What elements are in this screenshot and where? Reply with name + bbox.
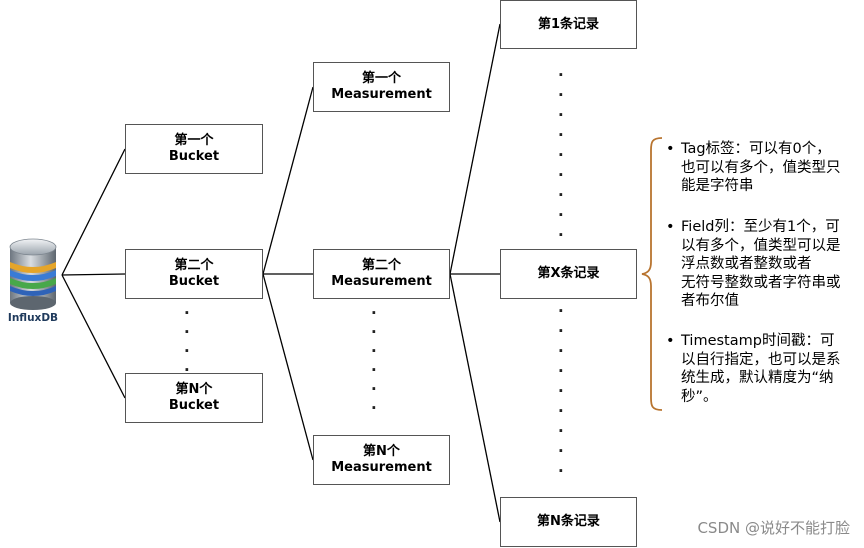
curly-brace bbox=[641, 137, 663, 411]
note-tag-line-3: 能是字符串 bbox=[681, 178, 754, 194]
ellipsis-dot: · bbox=[558, 362, 564, 380]
note-timestamp-line-4: 秒”。 bbox=[681, 388, 718, 405]
note-field: • Field列：至少有1个，可 以有多个，值类型可以是 浮点数或者整数或者 无… bbox=[666, 218, 862, 311]
note-tag-line-1: Tag标签：可以有0个， bbox=[681, 141, 831, 157]
ellipsis-dot: · bbox=[558, 226, 564, 244]
ellipsis-dot: · bbox=[558, 462, 564, 480]
note-field-line-5: 者布尔值 bbox=[681, 293, 739, 309]
bucket-1-line2: Bucket bbox=[168, 149, 220, 164]
record-node-x: 第X条记录 bbox=[500, 249, 637, 299]
ellipsis-dot: · bbox=[558, 126, 564, 144]
note-timestamp-line-2: 以自行指定，也可以是系 bbox=[681, 351, 841, 368]
note-field-line-4: 无符号整数或者字符串或 bbox=[681, 274, 841, 291]
note-timestamp-line-3: 统生成，默认精度为“纳 bbox=[681, 370, 834, 386]
connector-lines bbox=[61, 23, 501, 523]
measurement-1-line1: 第一个 bbox=[361, 71, 401, 86]
ellipsis-dot: · bbox=[558, 382, 564, 400]
ellipsis-dot: · bbox=[558, 322, 564, 340]
measurement-node-1: 第一个 Measurement bbox=[313, 62, 450, 112]
bucket-1-line1: 第一个 bbox=[174, 133, 214, 148]
record-n-label: 第N条记录 bbox=[537, 514, 600, 529]
measurement-n-line1: 第N个 bbox=[363, 444, 400, 459]
note-tag-line-2: 也可以有多个，值类型只 bbox=[681, 159, 841, 176]
note-field-line-3: 浮点数或者整数或者 bbox=[681, 256, 812, 272]
ellipsis-dot: · bbox=[558, 166, 564, 184]
database-label: InfluxDB bbox=[7, 312, 59, 324]
ellipsis-dot: · bbox=[558, 342, 564, 360]
ellipsis-dot: · bbox=[184, 361, 190, 379]
ellipsis-dot: · bbox=[558, 302, 564, 320]
ellipsis-dot: · bbox=[371, 304, 377, 322]
connector-measurement-record-1 bbox=[449, 23, 501, 275]
record-node-1: 第1条记录 bbox=[500, 0, 637, 49]
measurement-node-n: 第N个 Measurement bbox=[313, 435, 450, 485]
bucket-2-line2: Bucket bbox=[168, 274, 220, 289]
note-timestamp-line-1: Timestamp时间戳：可 bbox=[681, 333, 835, 349]
ellipsis-dot: · bbox=[184, 304, 190, 322]
connector-bucket-measurement-1 bbox=[262, 86, 314, 275]
connector-db-bucket-n bbox=[61, 274, 126, 399]
ellipsis-dot: · bbox=[184, 323, 190, 341]
connector-bucket-measurement-n bbox=[262, 273, 314, 461]
connector-db-bucket-2 bbox=[61, 273, 126, 276]
ellipsis-dot: · bbox=[371, 323, 377, 341]
watermark: CSDN @说好不能打脸 bbox=[697, 519, 850, 537]
measurement-2-line2: Measurement bbox=[331, 274, 432, 289]
note-field-line-1: Field列：至少有1个，可 bbox=[681, 219, 840, 235]
note-timestamp: • Timestamp时间戳：可 以自行指定，也可以是系 统生成，默认精度为“纳… bbox=[666, 332, 862, 406]
note-bullet: • bbox=[666, 333, 675, 349]
record-x-label: 第X条记录 bbox=[537, 266, 600, 281]
ellipsis-dot: · bbox=[558, 206, 564, 224]
ellipsis-dot: · bbox=[558, 422, 564, 440]
ellipsis-dot: · bbox=[371, 380, 377, 398]
ellipsis-dot: · bbox=[558, 106, 564, 124]
bucket-node-2: 第二个 Bucket bbox=[125, 249, 263, 299]
ellipsis-dot: · bbox=[371, 399, 377, 417]
bucket-node-1: 第一个 Bucket bbox=[125, 124, 263, 174]
note-bullet: • bbox=[666, 219, 675, 235]
ellipsis-dot: · bbox=[558, 402, 564, 420]
measurement-2-line1: 第二个 bbox=[361, 258, 401, 273]
database-icon bbox=[9, 238, 57, 310]
bucket-n-line1: 第N个 bbox=[175, 382, 213, 397]
measurement-node-2: 第二个 Measurement bbox=[313, 249, 450, 299]
note-field-line-2: 以有多个，值类型可以是 bbox=[681, 237, 841, 254]
connector-db-bucket-1 bbox=[61, 148, 126, 276]
ellipsis-dot: · bbox=[558, 66, 564, 84]
record-node-n: 第N条记录 bbox=[500, 497, 637, 547]
ellipsis-dot: · bbox=[558, 146, 564, 164]
ellipsis-dot: · bbox=[184, 342, 190, 360]
bucket-2-line1: 第二个 bbox=[174, 258, 214, 273]
measurement-n-line2: Measurement bbox=[331, 460, 432, 475]
bucket-n-line2: Bucket bbox=[168, 398, 220, 413]
ellipsis-dot: · bbox=[558, 86, 564, 104]
ellipsis-dot: · bbox=[371, 361, 377, 379]
record-1-label: 第1条记录 bbox=[537, 16, 600, 32]
bucket-node-n: 第N个 Bucket bbox=[125, 373, 263, 423]
note-bullet: • bbox=[666, 141, 675, 157]
connector-measurement-record-n bbox=[449, 273, 501, 523]
ellipsis-dot: · bbox=[558, 442, 564, 460]
ellipsis-dot: · bbox=[558, 186, 564, 204]
ellipsis-dot: · bbox=[371, 342, 377, 360]
measurement-1-line2: Measurement bbox=[331, 87, 432, 102]
note-tag: • Tag标签：可以有0个， 也可以有多个，值类型只 能是字符串 bbox=[666, 140, 862, 196]
